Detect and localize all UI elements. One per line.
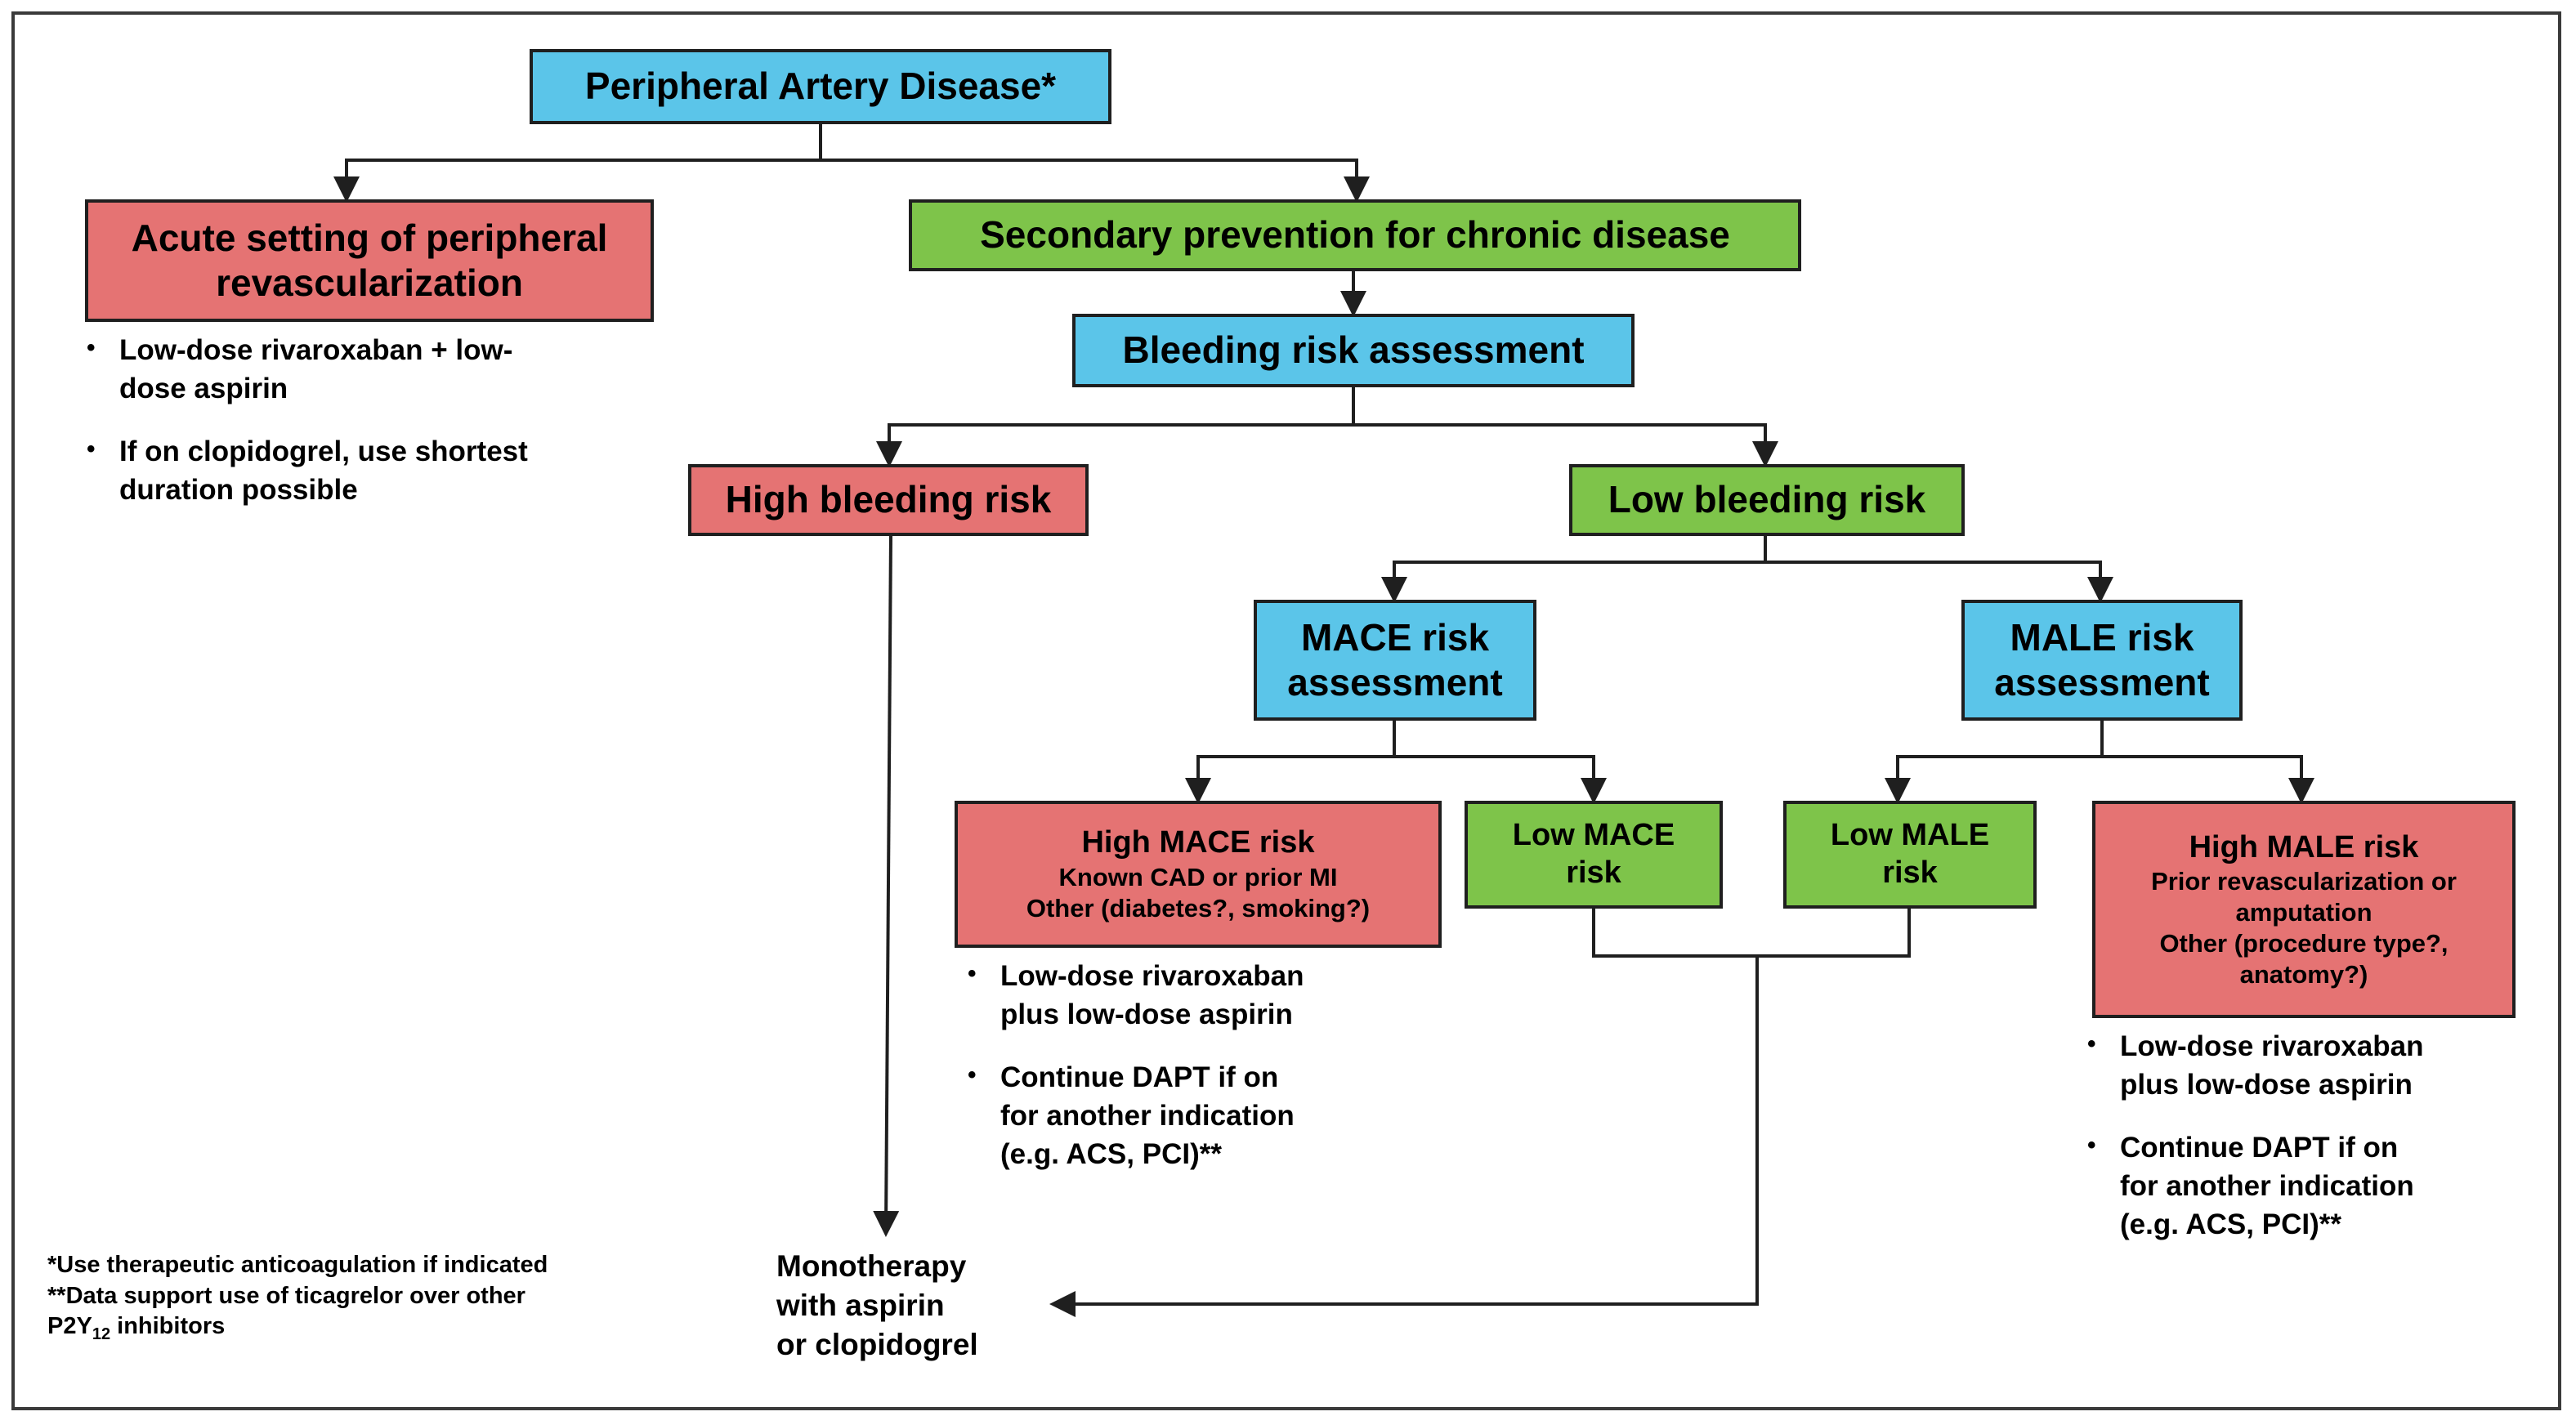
arrow-male-to-high [2102,755,2314,804]
diagram-frame [11,11,2561,1410]
node-low-bleeding-label: Low bleeding risk [1608,478,1926,521]
connector-low-risk-join [1592,909,1911,958]
node-high-mace-risk: High MACE risk Known CAD or prior MI Oth… [955,801,1442,948]
node-high-male-line-4: anatomy?) [2239,959,2368,989]
node-mace-risk-assessment: MACE risk assessment [1254,600,1536,721]
node-low-mace-line-1: Low MACE [1512,818,1675,853]
node-male-assessment-line-1: MALE risk [2010,615,2194,659]
node-low-mace-line-2: risk [1566,855,1621,890]
footnote-3: P2Y12 inhibitors [47,1313,226,1344]
footnote-2: **Data support use of ticagrelor over ot… [47,1282,525,1309]
node-low-male-line-2: risk [1882,855,1938,890]
node-high-male-title: High MALE risk [2189,829,2419,864]
arrow-high-bleeding-to-monotherapy [873,535,900,1237]
node-male-assessment-line-2: assessment [1994,661,2210,704]
node-high-bleeding-label: High bleeding risk [725,478,1052,521]
male-bullet-1: Low-dose rivaroxaban plus low-dose aspir… [2084,1028,2542,1105]
footnote-1: *Use therapeutic anticoagulation if indi… [47,1252,548,1278]
node-pad-label: Peripheral Artery Disease* [584,65,1057,108]
node-bleeding-assessment-label: Bleeding risk assessment [1122,328,1585,372]
node-high-mace-line-2: Other (diabetes?, smoking?) [1026,893,1371,922]
arrow-mace-to-low [1394,755,1607,804]
footnotes: *Use therapeutic anticoagulation if indi… [47,1250,750,1345]
node-high-male-line-1: Prior revascularization or [2151,867,2457,896]
node-mace-assessment-line-2: assessment [1287,661,1503,704]
mace-bullet-1: Low-dose rivaroxaban plus low-dose aspir… [964,958,1471,1034]
node-high-bleeding-risk: High bleeding risk [688,464,1089,536]
arrow-bleeding-to-high [876,423,1353,467]
arrow-mace-to-high [1185,755,1394,804]
arrow-low-risk-to-monotherapy [1049,956,1759,1317]
arrow-pad-to-acute [333,159,821,203]
arrow-pad-to-secondary [821,159,1370,203]
node-secondary-label: Secondary prevention for chronic disease [980,213,1730,257]
acute-bullet-1: Low-dose rivaroxaban + low- dose aspirin [83,332,672,409]
arrow-low-to-mace [1381,561,1765,603]
arrow-male-to-low [1885,755,2102,804]
node-high-male-risk: High MALE risk Prior revascularization o… [2092,801,2516,1018]
node-male-risk-assessment: MALE risk assessment [1961,600,2243,721]
node-high-mace-title: High MACE risk [1081,825,1315,860]
acute-bullet-2: If on clopidogrel, use shortest duration… [83,433,672,510]
node-secondary-prevention: Secondary prevention for chronic disease [909,199,1801,271]
node-mace-assessment-line-1: MACE risk [1300,615,1490,659]
mace-bullet-2: Continue DAPT if on for another indicati… [964,1059,1471,1174]
node-acute-line-2: revascularization [216,261,523,304]
monotherapy-outcome: Monotherapy with aspirin or clopidogrel [776,1247,1046,1365]
monotherapy-line-2: with aspirin [776,1289,945,1323]
monotherapy-line-1: Monotherapy [776,1249,967,1283]
node-high-male-line-3: Other (procedure type?, [2159,928,2449,958]
node-bleeding-risk-assessment: Bleeding risk assessment [1072,314,1635,387]
node-low-male-risk: Low MALE risk [1783,801,2037,909]
node-high-male-line-2: amputation [2235,897,2373,927]
node-acute-setting: Acute setting of peripheral revasculariz… [85,199,654,322]
male-bullet-2: Continue DAPT if on for another indicati… [2084,1129,2542,1244]
node-low-bleeding-risk: Low bleeding risk [1569,464,1965,536]
node-peripheral-artery-disease: Peripheral Artery Disease* [530,49,1111,124]
node-low-mace-risk: Low MACE risk [1465,801,1723,909]
male-bullet-list: Low-dose rivaroxaban plus low-dose aspir… [2084,1028,2542,1268]
acute-bullet-list: Low-dose rivaroxaban + low- dose aspirin… [83,332,672,534]
mace-bullet-list: Low-dose rivaroxaban plus low-dose aspir… [964,958,1471,1198]
arrow-bleeding-to-low [1353,423,1778,467]
node-low-male-line-1: Low MALE [1830,818,1990,853]
node-high-mace-line-1: Known CAD or prior MI [1058,862,1338,891]
monotherapy-line-3: or clopidogrel [776,1328,978,1362]
arrow-low-to-male [1765,561,2113,603]
node-acute-line-1: Acute setting of peripheral [131,216,608,259]
